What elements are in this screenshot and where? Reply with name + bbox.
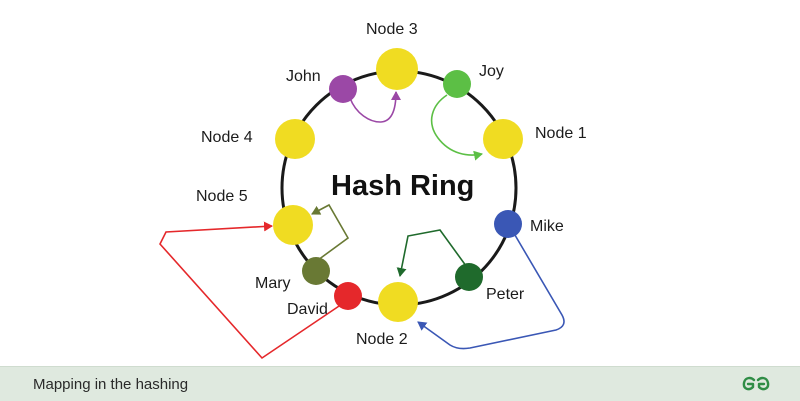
arrow-peter-to-node2 <box>396 229 470 277</box>
node-2 <box>378 282 418 322</box>
node-1 <box>483 119 523 159</box>
joy-label: Joy <box>479 63 504 80</box>
david-label: David <box>287 301 328 318</box>
john-label: John <box>286 68 321 85</box>
caption-text: Mapping in the hashing <box>33 376 189 393</box>
mary-label: Mary <box>255 275 291 292</box>
arrow-david-to-node5 <box>159 221 349 360</box>
caption-bar: Mapping in the hashing <box>0 366 800 401</box>
diagram-title: Hash Ring <box>331 170 475 202</box>
key-peter <box>455 263 483 291</box>
hash-ring-diagram <box>159 48 565 360</box>
key-joy <box>443 70 471 98</box>
node-5-label: Node 5 <box>196 188 248 205</box>
node-4-label: Node 4 <box>201 129 253 146</box>
key-mike <box>494 210 522 238</box>
node-5 <box>273 205 313 245</box>
node-4 <box>275 119 315 159</box>
key-mary <box>302 257 330 285</box>
node-3 <box>376 48 418 90</box>
node-2-label: Node 2 <box>356 331 408 348</box>
mike-label: Mike <box>530 218 564 235</box>
key-david <box>334 282 362 310</box>
gfg-logo-icon <box>742 376 770 391</box>
node-1-label: Node 1 <box>535 125 587 142</box>
arrow-mary-to-node5 <box>311 203 350 261</box>
key-john <box>329 75 357 103</box>
arrow-mike-to-node2 <box>417 229 565 350</box>
arrow-john-to-node3 <box>349 91 401 123</box>
arrow-joy-to-node1 <box>430 94 483 161</box>
node-3-label: Node 3 <box>366 21 418 38</box>
peter-label: Peter <box>486 286 525 303</box>
